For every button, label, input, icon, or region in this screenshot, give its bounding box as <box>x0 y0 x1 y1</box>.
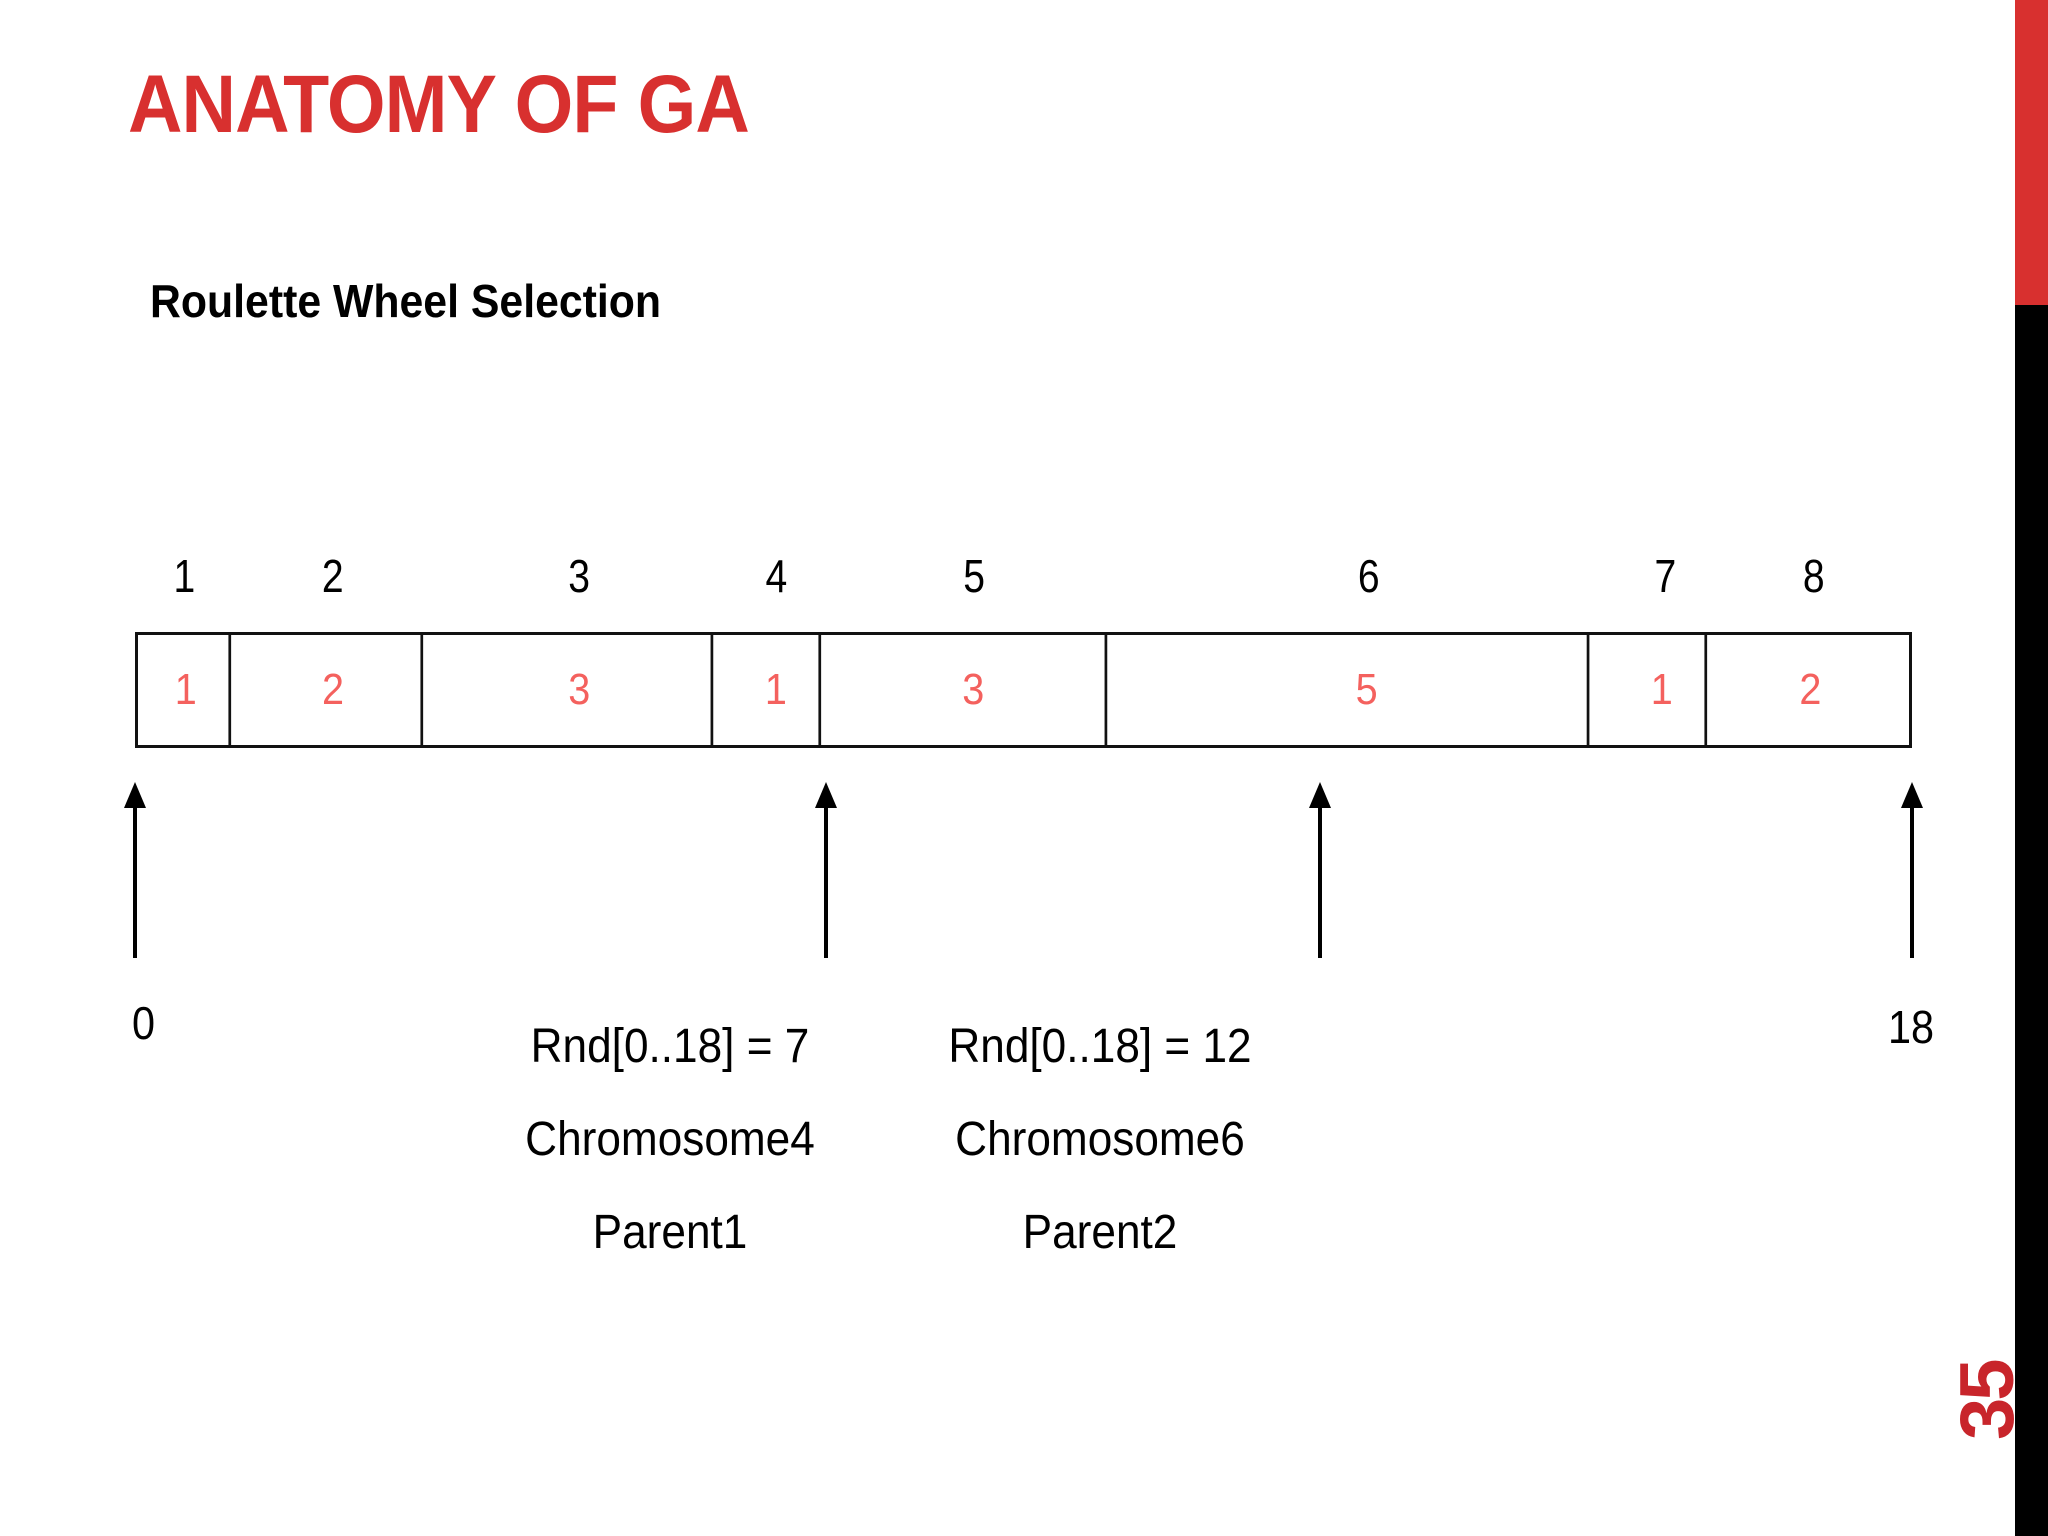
edge-strip-red-segment <box>2015 0 2048 305</box>
selection-callout-1: Rnd[0..18] = 7 Chromosome4 Parent1 <box>468 1000 873 1279</box>
roulette-segment-value: 2 <box>1799 665 1822 714</box>
roulette-segment-value: 3 <box>961 665 984 714</box>
roulette-segment-6[interactable]: 5 <box>1146 635 1590 745</box>
pointer-end-arrow-icon <box>1897 782 1927 958</box>
page-title: ANATOMY OF GA <box>128 59 750 150</box>
bar-index-label-1: 1 <box>173 550 196 602</box>
roulette-segment-value: 1 <box>1650 665 1673 714</box>
arrow-shaft <box>1317 804 1322 958</box>
scale-end-label: 18 <box>1888 1001 1935 1053</box>
arrow-shaft <box>133 804 137 958</box>
roulette-segment-4[interactable]: 1 <box>733 635 822 745</box>
page-number: 35 <box>1945 1361 2030 1440</box>
pointer-start-arrow-icon <box>120 782 150 958</box>
arrow-head-icon <box>124 782 146 808</box>
arrow-shaft <box>1910 804 1914 958</box>
callout-2-random-draw: Rnd[0..18] = 12 <box>948 1020 1252 1073</box>
bar-index-label-4: 4 <box>765 550 788 602</box>
roulette-segment-1[interactable]: 1 <box>143 635 232 745</box>
bar-index-label-5: 5 <box>963 550 985 602</box>
roulette-bar: 1 2 3 1 3 5 1 2 <box>135 632 1912 748</box>
roulette-bar-area: 1 2 3 1 3 5 1 2 <box>135 632 1912 748</box>
bar-index-label-2: 2 <box>321 550 344 602</box>
bar-index-label-6: 6 <box>1358 550 1380 602</box>
right-edge-strip <box>2015 0 2048 1536</box>
selection-callout-2: Rnd[0..18] = 12 Chromosome6 Parent2 <box>898 1000 1303 1279</box>
callout-1-chromosome: Chromosome4 <box>525 1113 815 1166</box>
bar-index-label-7: 7 <box>1654 550 1677 602</box>
roulette-segment-value: 2 <box>322 665 345 714</box>
roulette-segment-value: 3 <box>568 665 591 714</box>
pointer-rnd-7-arrow-icon <box>811 782 841 958</box>
roulette-segment-value: 1 <box>765 665 788 714</box>
arrow-shaft <box>824 804 829 958</box>
section-subtitle: Roulette Wheel Selection <box>150 275 662 327</box>
edge-strip-black-segment <box>2015 305 2048 1536</box>
bar-index-row: 1 2 3 4 5 6 7 8 <box>135 548 1912 604</box>
bar-index-label-8: 8 <box>1802 550 1825 602</box>
roulette-segment-value: 5 <box>1355 665 1378 714</box>
roulette-segment-7[interactable]: 1 <box>1619 635 1708 745</box>
scale-start-label: 0 <box>132 997 156 1049</box>
callout-2-chromosome: Chromosome6 <box>955 1113 1245 1166</box>
arrow-head-icon <box>1901 782 1923 808</box>
bar-index-label-3: 3 <box>568 550 591 602</box>
callout-1-parent: Parent1 <box>592 1206 748 1259</box>
roulette-segment-5[interactable]: 3 <box>841 635 1108 745</box>
roulette-segment-3[interactable]: 3 <box>448 635 714 745</box>
roulette-segment-2[interactable]: 2 <box>246 635 424 745</box>
arrow-head-icon <box>815 782 838 808</box>
pointer-rnd-12-arrow-icon <box>1305 782 1335 958</box>
roulette-segment-8[interactable]: 2 <box>1722 635 1899 745</box>
roulette-segment-value: 1 <box>174 665 197 714</box>
callout-2-parent: Parent2 <box>1022 1206 1178 1259</box>
callout-1-random-draw: Rnd[0..18] = 7 <box>530 1020 810 1073</box>
arrow-head-icon <box>1308 782 1331 808</box>
